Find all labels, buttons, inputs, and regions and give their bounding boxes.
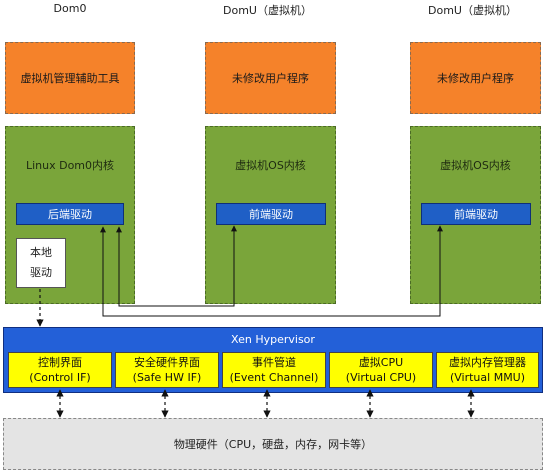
module-virtual-mmu: 虚拟内存管理器 (Virtual MMU) (436, 352, 539, 388)
module-safe-hw-if: 安全硬件界面 (Safe HW IF) (115, 352, 219, 388)
backend-driver-label: 后端驱动 (48, 208, 92, 221)
kernel-title-domu-1: 虚拟机OS内核 (235, 159, 306, 172)
backend-driver: 后端驱动 (16, 203, 124, 225)
hypervisor-title: Xen Hypervisor (231, 333, 315, 346)
app-box-dom0: 虚拟机管理辅助工具 (5, 42, 135, 114)
local-driver-line2: 驱动 (30, 266, 52, 279)
kernel-title-dom0: Linux Dom0内核 (25, 159, 115, 172)
app-box-domu-2: 未修改用户程序 (410, 42, 541, 114)
module-virtual-cpu-en: (Virtual CPU) (345, 371, 417, 384)
frontend-driver-2: 前端驱动 (421, 203, 531, 225)
local-driver-line1: 本地 (30, 246, 52, 259)
module-virtual-mmu-cn: 虚拟内存管理器 (449, 356, 526, 369)
module-control-if-cn: 控制界面 (38, 356, 82, 369)
frontend-driver-label-1: 前端驱动 (249, 208, 293, 221)
module-virtual-cpu: 虚拟CPU (Virtual CPU) (329, 352, 433, 388)
module-event-channel-cn: 事件管道 (252, 356, 296, 369)
physical-hardware: 物理硬件（CPU，硬盘，内存，网卡等） (3, 418, 543, 470)
local-driver-box: 本地 驱动 (16, 238, 66, 288)
app-label-domu-2: 未修改用户程序 (437, 72, 514, 85)
driver-link-outer (100, 225, 443, 317)
column-title-domu-1: DomU（虚拟机） (223, 4, 312, 17)
kernel-title-domu-2: 虚拟机OS内核 (440, 159, 511, 172)
app-label-domu-1: 未修改用户程序 (232, 72, 309, 85)
module-safe-hw-if-en: (Safe HW IF) (132, 371, 202, 384)
physical-hardware-label: 物理硬件（CPU，硬盘，内存，网卡等） (173, 438, 373, 451)
module-event-channel: 事件管道 (Event Channel) (222, 352, 326, 388)
module-safe-hw-if-cn: 安全硬件界面 (134, 356, 200, 369)
frontend-driver-1: 前端驱动 (216, 203, 326, 225)
module-virtual-cpu-cn: 虚拟CPU (358, 356, 404, 369)
module-virtual-mmu-en: (Virtual MMU) (449, 371, 526, 384)
app-label-dom0: 虚拟机管理辅助工具 (20, 72, 120, 85)
app-box-domu-1: 未修改用户程序 (205, 42, 336, 114)
module-control-if: 控制界面 (Control IF) (8, 352, 112, 388)
frontend-driver-label-2: 前端驱动 (454, 208, 498, 221)
driver-link-inner (116, 225, 237, 307)
module-control-if-en: (Control IF) (29, 371, 91, 384)
column-title-dom0: Dom0 (53, 2, 87, 15)
column-title-domu-2: DomU（虚拟机） (428, 4, 517, 17)
module-event-channel-en: (Event Channel) (229, 371, 319, 384)
